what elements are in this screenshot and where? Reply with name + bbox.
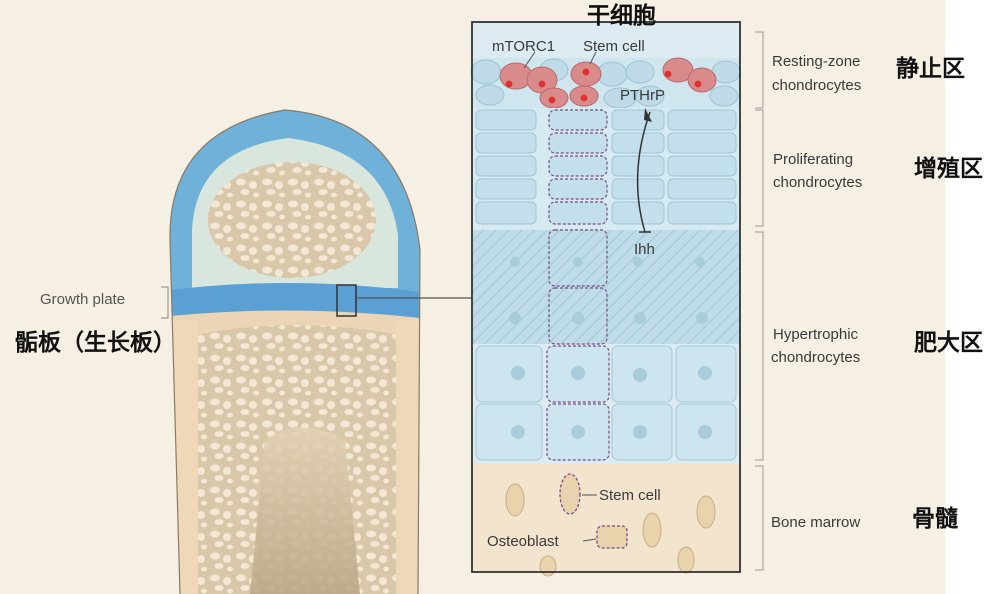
growth-plate-label: Growth plate <box>40 291 126 308</box>
marrow-stem-cell <box>559 473 581 515</box>
stem-cell <box>687 67 717 93</box>
zoom-indicator-box <box>336 284 357 317</box>
hypertrophic-zone-cells <box>472 229 740 461</box>
osteoblast-cell <box>596 525 628 549</box>
bone-illustration <box>161 109 472 594</box>
mtorc1-marker <box>505 80 513 88</box>
zone-resting-line2: chondrocytes <box>772 77 862 94</box>
mtorc1-marker <box>664 70 672 78</box>
zone-hypertrophic-cn: 肥大区 <box>914 330 983 356</box>
resting-zone-cells <box>470 57 741 109</box>
zone-proliferating-line1: Proliferating <box>773 151 854 168</box>
stem-cell-cn-title: 干细胞 <box>587 3 656 29</box>
ihh-label: Ihh <box>634 241 655 258</box>
mtorc1-marker <box>582 68 590 76</box>
zoom-panel <box>470 21 741 577</box>
zone-marrow-cn: 骨髓 <box>912 506 958 532</box>
zone-marrow-label: Bone marrow <box>771 514 861 531</box>
pthrp-ihh-feedback-arrow <box>636 111 651 233</box>
zoom-panel-frame <box>471 21 741 573</box>
mtorc1-marker <box>548 96 556 104</box>
growth-plate-cn-label: 骺板（生长板） <box>15 330 176 356</box>
zone-resting-cn: 静止区 <box>896 56 965 82</box>
zone-hypertrophic-line2: chondrocytes <box>771 349 861 366</box>
mtorc1-marker <box>580 94 588 102</box>
proliferating-zone-cells <box>472 108 740 230</box>
growth-plate-band <box>170 282 420 318</box>
zone-brackets <box>755 31 764 571</box>
lineage-column <box>548 109 608 225</box>
stem-cell-marrow-label: Stem cell <box>599 487 661 504</box>
osteoblast-label: Osteoblast <box>487 533 559 550</box>
zone-proliferating-cn: 增殖区 <box>914 156 983 182</box>
stem-cell-top-label: Stem cell <box>583 38 645 55</box>
mtorc1-marker <box>694 80 702 88</box>
mtorc1-marker <box>538 80 546 88</box>
pthrp-label: PTHrP <box>620 87 665 104</box>
zone-hypertrophic-line1: Hypertrophic <box>773 326 859 343</box>
zone-proliferating-line2: chondrocytes <box>773 174 863 191</box>
bone-marrow-region <box>472 464 740 577</box>
zone-resting-line1: Resting-zone <box>772 53 861 70</box>
mtorc1-label: mTORC1 <box>492 38 556 55</box>
